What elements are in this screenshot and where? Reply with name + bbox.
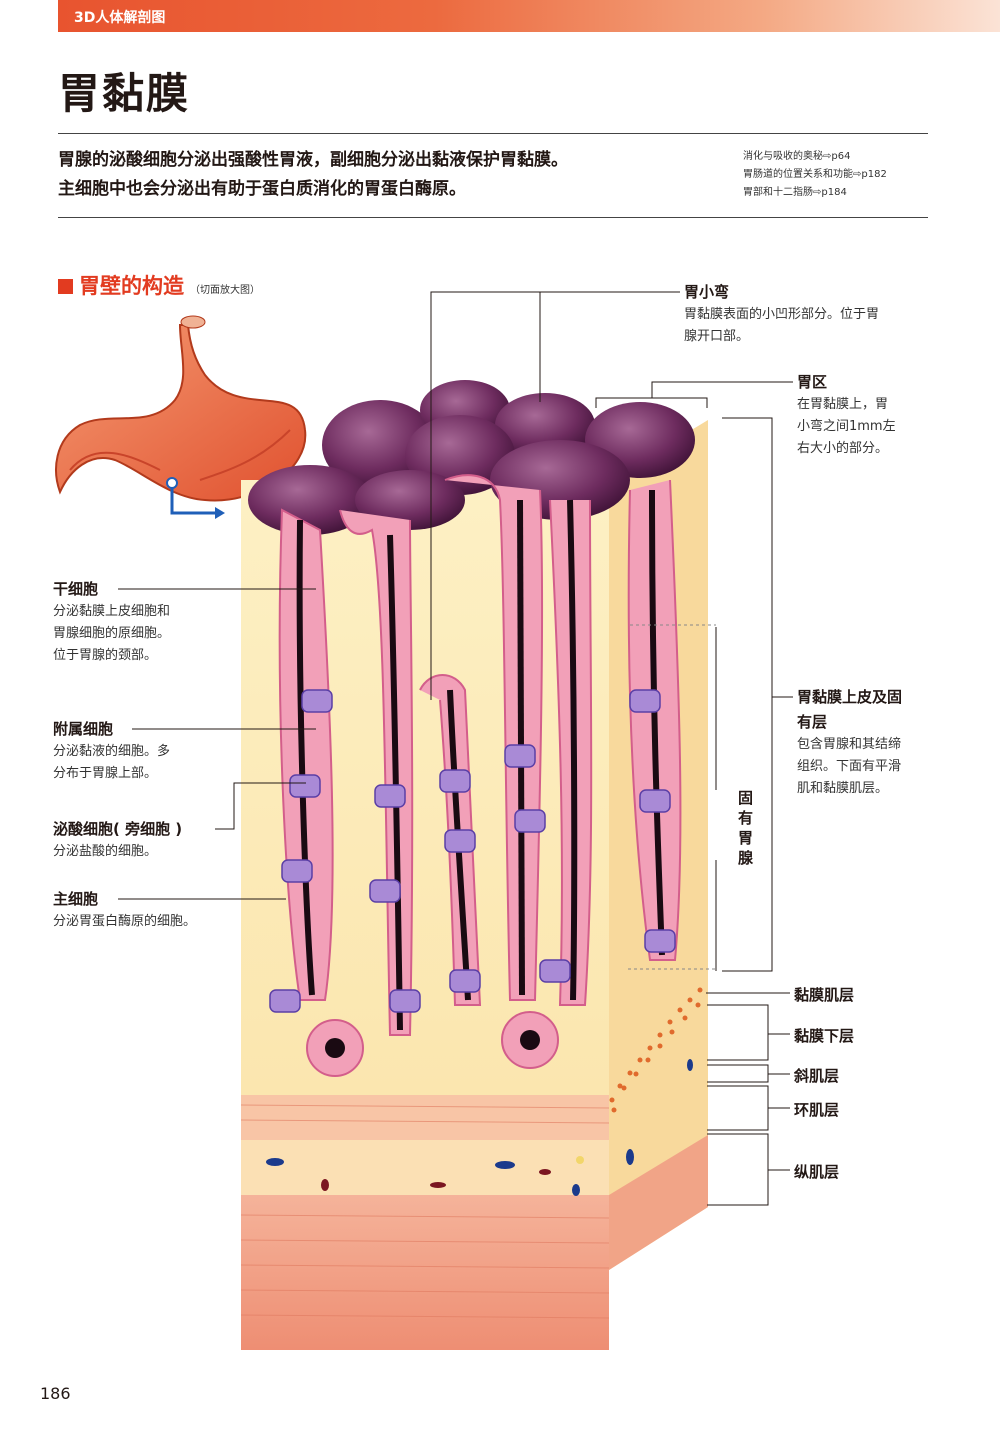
label-desc: 分泌黏膜上皮细胞和 xyxy=(53,604,171,619)
section-title: 胃壁的构造 xyxy=(79,274,184,298)
page-number: 186 xyxy=(40,1384,71,1403)
label-desc: 分布于胃腺上部。 xyxy=(53,766,158,781)
stomach-icon xyxy=(55,315,307,519)
label-submucosa: 黏膜下层 xyxy=(794,1027,855,1045)
label-title: 干细胞 xyxy=(53,580,99,598)
vertical-char: 腺 xyxy=(738,849,754,867)
label-epithelium-lamina: 胃黏膜上皮及固 有层 包含胃腺和其结缔 组织。下面有平滑 肌和黏膜肌层。 xyxy=(797,686,902,800)
intro-line: 主细胞中也会分泌出有助于蛋白质消化的胃蛋白酶原。 xyxy=(58,179,466,199)
label-accessory-cell: 附属细胞 分泌黏液的细胞。多 分布于胃腺上部。 xyxy=(53,718,170,785)
ref-link[interactable]: 消化与吸收的奥秘⇨p64 xyxy=(743,151,851,162)
submucosa-band xyxy=(241,1140,609,1195)
vertical-char: 胃 xyxy=(738,829,754,847)
label-desc: 胃腺细胞的原细胞。 xyxy=(53,626,171,641)
label-chief-cell: 主细胞 分泌胃蛋白酶原的细胞。 xyxy=(53,888,196,933)
label-proper-gastric-gland: 固 有 胃 腺 xyxy=(738,788,753,868)
label-title: 胃区 xyxy=(797,373,828,391)
muscle-fibers xyxy=(240,1104,610,1319)
label-desc: 位于胃腺的颈部。 xyxy=(53,648,158,663)
label-gastric-area: 胃区 在胃黏膜上，胃 小弯之间1mm左 右大小的部分。 xyxy=(797,371,896,460)
section-heading: 胃壁的构造 （切面放大图） xyxy=(58,270,260,300)
label-title: 胃小弯 xyxy=(684,283,730,301)
divider-bottom xyxy=(58,217,928,218)
label-oblique-muscle: 斜肌层 xyxy=(794,1067,840,1085)
label-desc: 包含胃腺和其结缔 xyxy=(797,737,902,752)
parietal-cells xyxy=(269,689,676,1013)
ref-link[interactable]: 胃部和十二指肠⇨p184 xyxy=(743,187,847,198)
vertical-char: 有 xyxy=(738,809,754,827)
page-title: 胃黏膜 xyxy=(58,69,191,118)
label-desc: 肌和黏膜肌层。 xyxy=(797,781,889,796)
series-title: 3D人体解剖图 xyxy=(74,10,166,26)
label-desc: 右大小的部分。 xyxy=(797,441,889,456)
label-desc: 分泌黏液的细胞。多 xyxy=(53,744,171,759)
label-gastric-pit: 胃小弯 胃黏膜表面的小凹形部分。位于胃 腺开口部。 xyxy=(684,281,879,348)
intro-line: 胃腺的泌酸细胞分泌出强酸性胃液，副细胞分泌出黏液保护胃黏膜。 xyxy=(58,150,568,170)
divider-top xyxy=(58,133,928,134)
section-subtitle: （切面放大图） xyxy=(190,285,260,296)
label-title: 胃黏膜上皮及固 xyxy=(797,688,903,706)
vertical-char: 固 xyxy=(738,789,754,807)
submucosa-vessels xyxy=(266,1059,693,1196)
label-desc: 分泌盐酸的细胞。 xyxy=(53,844,158,859)
gland-bracket-dashes xyxy=(628,624,716,970)
label-desc: 在胃黏膜上，胃 xyxy=(797,397,889,412)
label-muscularis-mucosae: 黏膜肌层 xyxy=(794,986,855,1004)
label-title: 附属细胞 xyxy=(53,720,114,738)
muscle-layer-front xyxy=(241,1195,609,1350)
intro-text: 胃腺的泌酸细胞分泌出强酸性胃液，副细胞分泌出黏液保护胃黏膜。 主细胞中也会分泌出… xyxy=(58,146,708,204)
label-parietal-cell: 泌酸细胞( 旁细胞 ) 分泌盐酸的细胞。 xyxy=(53,818,182,863)
muscle-side xyxy=(609,1135,708,1270)
leader-lines-left xyxy=(118,588,316,900)
ref-link[interactable]: 胃肠道的位置关系和功能⇨p182 xyxy=(743,169,887,180)
label-title-cont: 有层 xyxy=(797,713,828,731)
label-desc: 组织。下面有平滑 xyxy=(797,759,902,774)
leader-lines-right xyxy=(430,291,793,1206)
label-desc: 腺开口部。 xyxy=(684,329,750,344)
label-circular-muscle: 环肌层 xyxy=(794,1101,840,1119)
section-marker xyxy=(58,279,73,294)
header-bar: 3D人体解剖图 xyxy=(58,0,1000,32)
muscularis-mucosae-dots xyxy=(609,987,703,1113)
gastric-pits-surface xyxy=(248,380,695,535)
muscle-band xyxy=(241,1095,609,1140)
label-desc: 小弯之间1mm左 xyxy=(797,419,896,434)
label-title: 主细胞 xyxy=(53,890,99,908)
label-desc: 分泌胃蛋白酶原的细胞。 xyxy=(53,914,197,929)
label-stem-cell: 干细胞 分泌黏膜上皮细胞和 胃腺细胞的原细胞。 位于胃腺的颈部。 xyxy=(53,578,170,667)
label-desc: 胃黏膜表面的小凹形部分。位于胃 xyxy=(684,307,880,322)
label-title: 泌酸细胞( 旁细胞 ) xyxy=(53,820,183,838)
cross-references: 消化与吸收的奥秘⇨p64 胃肠道的位置关系和功能⇨p182 胃部和十二指肠⇨p1… xyxy=(743,148,887,202)
label-longitudinal-muscle: 纵肌层 xyxy=(794,1163,840,1181)
